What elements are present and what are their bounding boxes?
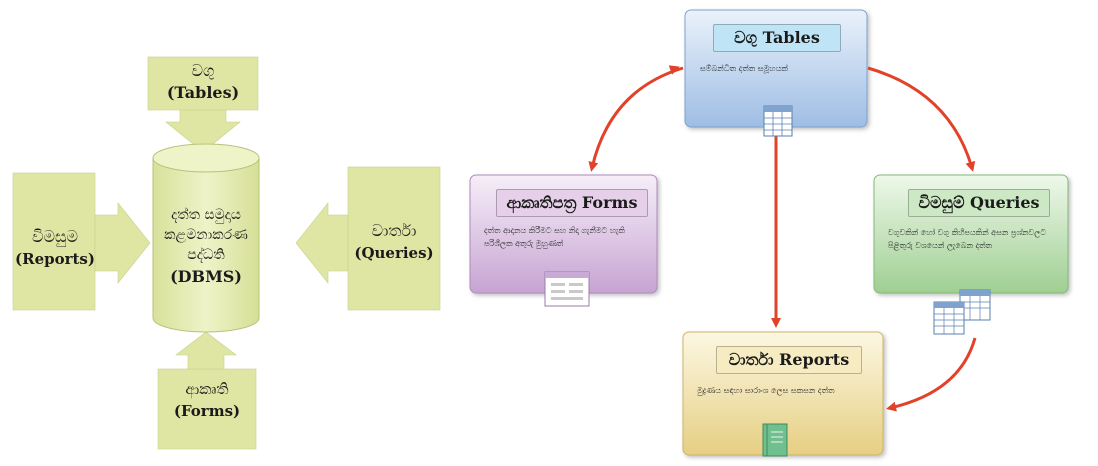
queries-card-title: විමසුම් Queries [908,189,1050,217]
queries-english-label: (Queries) [354,244,434,262]
reports-card-description: මුද්‍රණය සඳහා සාරාංශ ලෙස සකසන දත්ත [697,386,835,395]
reports-block-label: විමසුම (Reports) [10,226,100,270]
queries-block-label: වාර්තා (Queries) [344,220,444,264]
forms-english-label: (Forms) [173,402,241,420]
forms-card-description: දත්ත ආදානය කිරීමට සහ නිදා ගැනීමට හැකි පර… [484,226,625,248]
tables-card-description: සම්බන්ධිත දත්ත සමූහයක් [700,64,788,73]
forms-sinhala-label: ආකෘති [185,380,229,398]
tables-block-label: වගු (Tables) [148,60,258,104]
dbms-diagram-graphics [12,56,441,450]
dbms-line-4: (DBMS) [170,267,242,286]
dbms-line-2: කළමනාකරණ [164,227,248,243]
dbms-line-1: දත්ත සමුදාය [171,207,241,223]
tables-block [147,56,259,111]
reports-arrow [94,202,151,284]
table-grid-icon [763,105,793,137]
queries-sinhala-label: වාර්තා [371,221,417,240]
stacked-tables-icon [933,289,991,335]
forms-card-title: ආකෘතිපත්‍ර Forms [496,189,648,217]
queries-arrow [295,202,349,284]
reports-card-title: වාර්තා Reports [716,346,862,374]
arrow-tables-to-queries [867,66,976,172]
arrow-tables-to-forms [588,66,684,172]
dbms-cylinder [152,158,260,333]
dbms-center-label: දත්ත සමුදාය කළමනාකරණ පද්ධති (DBMS) [153,205,259,289]
dbms-cylinder-top [152,143,260,173]
queries-block [347,166,441,311]
tables-card-title: වගු Tables [713,24,841,52]
queries-card-description: වගුවකින් හෝ වගු කිහිපයකින් අසන ප්‍රශ්නවල… [888,228,1047,250]
forms-block-label: ආකෘති (Forms) [158,378,256,422]
forms-arrow [175,331,237,370]
reports-block [12,172,96,311]
report-book-icon [762,423,788,457]
tables-sinhala-label: වගු [191,61,215,80]
tables-arrow [165,109,241,153]
tables-english-label: (Tables) [166,83,240,102]
arrow-queries-to-reports [886,337,977,412]
dbms-line-3: පද්ධති [187,247,225,263]
form-window-icon [544,271,590,307]
reports-sinhala-label: විමසුම [31,227,79,246]
reports-english-label: (Reports) [15,250,95,268]
